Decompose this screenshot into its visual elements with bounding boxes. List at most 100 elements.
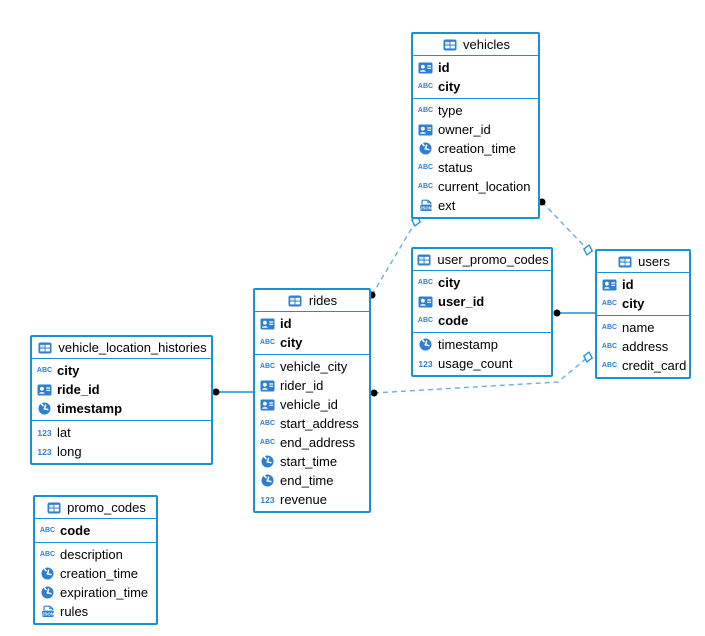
column-row-start_time[interactable]: start_time <box>255 452 369 471</box>
column-row-id[interactable]: id <box>597 275 689 294</box>
text-type-icon: ABC <box>417 107 434 114</box>
column-name: current_location <box>438 179 531 194</box>
id-card-icon <box>417 296 434 308</box>
column-row-expiration_time[interactable]: expiration_time <box>35 583 156 602</box>
column-name: rider_id <box>280 378 324 393</box>
column-row-id[interactable]: id <box>255 314 369 333</box>
id-card-icon <box>601 279 618 291</box>
column-name: expiration_time <box>60 585 149 600</box>
column-row-rules[interactable]: JSON rules <box>35 602 156 621</box>
connection-dot-marker <box>538 198 546 206</box>
text-type-icon: ABC <box>259 439 276 446</box>
table-icon <box>616 256 633 268</box>
column-row-timestamp[interactable]: timestamp <box>32 399 211 418</box>
column-name: type <box>438 103 463 118</box>
column-name: rules <box>60 604 89 619</box>
text-type-icon: ABC <box>417 83 434 90</box>
column-name: name <box>622 320 655 335</box>
table-header[interactable]: user_promo_codes <box>413 249 551 271</box>
text-type-icon: ABC <box>601 362 618 369</box>
table-header[interactable]: users <box>597 251 689 273</box>
id-card-icon <box>417 124 434 136</box>
column-row-id[interactable]: id <box>413 58 538 77</box>
table-header[interactable]: promo_codes <box>35 497 156 519</box>
json-type-icon: JSON <box>417 199 434 212</box>
timestamp-icon <box>259 474 276 487</box>
text-type-icon: ABC <box>259 339 276 346</box>
column-row-city[interactable]: ABC city <box>597 294 689 313</box>
id-card-icon <box>417 62 434 74</box>
table-header[interactable]: vehicle_location_histories <box>32 337 211 359</box>
column-row-creation_time[interactable]: creation_time <box>35 564 156 583</box>
text-type-icon: ABC <box>601 300 618 307</box>
connection-rides-users[interactable] <box>373 356 589 394</box>
column-row-end_time[interactable]: end_time <box>255 471 369 490</box>
text-type-icon: ABC <box>259 363 276 370</box>
table-header[interactable]: vehicles <box>413 34 538 56</box>
connection-diamond-marker <box>582 244 594 256</box>
column-name: vehicle_id <box>280 397 338 412</box>
column-name: timestamp <box>438 337 498 352</box>
column-name: city <box>622 296 645 311</box>
connection-diamond-marker <box>582 351 594 363</box>
column-row-user_id[interactable]: user_id <box>413 292 551 311</box>
table-name: rides <box>308 293 338 308</box>
column-name: code <box>438 313 469 328</box>
column-row-ride_id[interactable]: ride_id <box>32 380 211 399</box>
column-row-type[interactable]: ABC type <box>413 101 538 120</box>
column-row-timestamp[interactable]: timestamp <box>413 335 551 354</box>
column-name: ride_id <box>57 382 100 397</box>
table-header[interactable]: rides <box>255 290 369 312</box>
text-type-icon: ABC <box>601 343 618 350</box>
column-row-address[interactable]: ABC address <box>597 337 689 356</box>
column-row-vehicle_id[interactable]: vehicle_id <box>255 395 369 414</box>
table-name: users <box>638 254 670 269</box>
svg-text:JSON: JSON <box>42 612 54 617</box>
connection-vehicles-rides[interactable] <box>371 220 417 296</box>
column-row-owner_id[interactable]: owner_id <box>413 120 538 139</box>
connection-vehicles-users[interactable] <box>541 201 589 251</box>
table-icon <box>441 39 458 51</box>
column-name: lat <box>57 425 71 440</box>
column-name: end_time <box>280 473 334 488</box>
column-name: address <box>622 339 669 354</box>
timestamp-icon <box>39 586 56 599</box>
connection-dot-marker <box>553 309 561 317</box>
text-type-icon: ABC <box>259 420 276 427</box>
column-row-creation_time[interactable]: creation_time <box>413 139 538 158</box>
table-icon <box>287 295 304 307</box>
column-row-rider_id[interactable]: rider_id <box>255 376 369 395</box>
text-type-icon: ABC <box>36 367 53 374</box>
